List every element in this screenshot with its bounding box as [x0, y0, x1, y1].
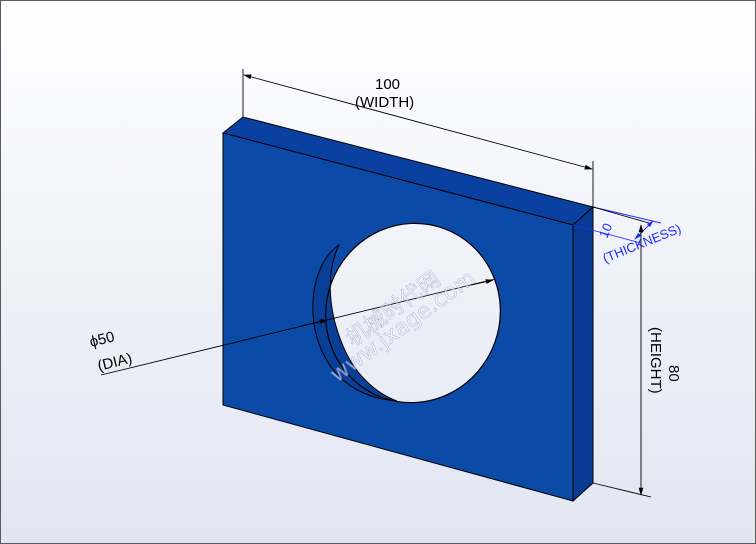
- diameter-label: (DIA): [96, 350, 134, 375]
- width-value: 100: [375, 76, 400, 93]
- thickness-extension-back: [592, 206, 662, 224]
- diameter-text: ϕ50: [88, 328, 116, 351]
- width-label: (WIDTH): [355, 94, 414, 111]
- diameter-arrow-near: [300, 319, 328, 327]
- plate-front-face: [222, 132, 574, 502]
- diameter-value: 50: [96, 328, 116, 349]
- diameter-symbol: ϕ: [88, 332, 100, 351]
- height-value: 80: [665, 365, 682, 382]
- diameter-arrow-far: [470, 279, 494, 286]
- hole-edge: [325, 222, 501, 404]
- height-dimension[interactable]: 80 (HEIGHT): [592, 206, 682, 498]
- height-extension-bottom: [592, 482, 652, 498]
- diameter-leader-line: [100, 278, 496, 376]
- thickness-value: 10: [596, 221, 615, 240]
- thickness-extension-front: [572, 224, 642, 244]
- height-label: (HEIGHT): [647, 327, 664, 394]
- width-dimension-line: [243, 74, 593, 170]
- width-dimension[interactable]: 100 (WIDTH): [242, 69, 594, 207]
- plate-side-face: [572, 205, 594, 503]
- thickness-dimension-line: [634, 220, 654, 240]
- height-extension-top: [592, 206, 650, 224]
